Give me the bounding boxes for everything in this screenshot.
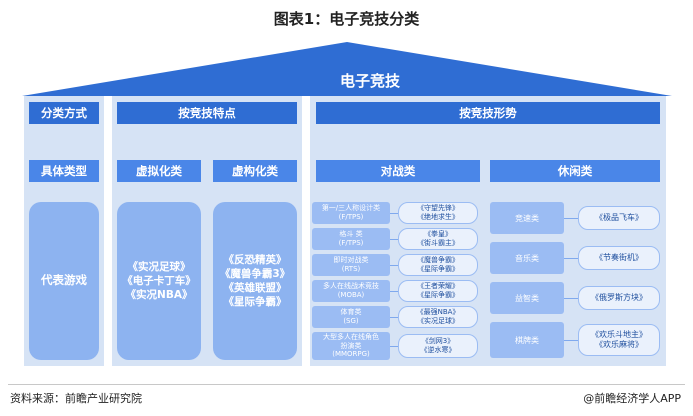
battle-category: 体育类 (SG): [312, 306, 390, 328]
connector-line: [390, 265, 398, 266]
connector-line: [390, 317, 398, 318]
classify-by-feature: 按竞技特点: [117, 102, 297, 124]
battle-game: 《剑网3》: [421, 337, 455, 346]
fictional-game: 《反恐精英》: [223, 253, 287, 266]
battle-games: 《守望先锋》 《绝地求生》: [398, 202, 478, 224]
figure-title: 图表1：电子竞技分类: [273, 10, 420, 28]
connector-line: [390, 291, 398, 292]
brand-note: @前瞻经济学人APP: [583, 392, 681, 405]
connector-line: [564, 340, 578, 341]
leisure-game: 《欢乐斗地主》: [591, 329, 647, 339]
virtual-game: 《实况足球》: [127, 260, 191, 273]
leisure-game: 《欢乐麻将》: [595, 340, 643, 349]
fictional-games-box: 《反恐精英》 《魔兽争霸3》 《英雄联盟》 《星际争霸》: [213, 202, 297, 360]
fictional-game: 《魔兽争霸3》: [219, 267, 291, 280]
battle-category: 即时对战类 (RTS): [312, 254, 390, 276]
battle-game: 《王者荣耀》: [417, 282, 459, 291]
battle-games: 《最强NBA》 《实况足球》: [398, 306, 478, 328]
virtual-game: 《电子卡丁车》: [122, 274, 196, 287]
connector-line: [564, 218, 578, 219]
connector-line: [390, 239, 398, 240]
battle-game: 《实况足球》: [417, 317, 459, 325]
battle-category: 格斗 类 (F/TPS): [312, 228, 390, 250]
classify-by-form: 按竞技形势: [316, 102, 660, 124]
battle-category-code: (MMORPG): [332, 350, 370, 359]
battle-game: 《绝地求生》: [417, 213, 459, 221]
row-label-representative-games: 代表游戏: [29, 202, 99, 360]
battle-category: 多人在线战术竞技 (MOBA): [312, 280, 390, 302]
battle-category-name: 格斗 类: [339, 230, 363, 239]
roof-label: 电子竞技: [339, 72, 400, 90]
type-virtual: 虚拟化类: [117, 160, 201, 182]
connector-line: [564, 258, 578, 259]
leisure-game: 《节奏街机》: [595, 252, 643, 262]
leisure-game: 《极品飞车》: [595, 212, 643, 222]
battle-category-name: 体育类: [340, 308, 362, 317]
row-label-specific-type: 具体类型: [29, 160, 99, 182]
leisure-category: 棋牌类: [490, 322, 564, 358]
fictional-game: 《星际争霸》: [223, 296, 287, 309]
battle-games: 《剑网3》 《逆水寒》: [398, 334, 478, 358]
battle-game: 《拳皇》: [424, 230, 452, 239]
battle-games: 《王者荣耀》 《星际争霸》: [398, 280, 478, 302]
battle-category-name: 扮演类: [340, 341, 362, 350]
battle-category-code: (RTS): [341, 265, 361, 273]
battle-category-name: 多人在线战术竞技: [323, 282, 379, 291]
connector-line: [564, 298, 578, 299]
battle-game: 《星际争霸》: [417, 265, 459, 273]
row-label-classify-method: 分类方式: [29, 102, 99, 124]
battle-game: 《守望先锋》: [417, 204, 459, 213]
battle-category-code: (F/TPS): [338, 213, 364, 221]
leisure-games: 《俄罗斯方块》: [578, 286, 660, 310]
leisure-games: 《节奏街机》: [578, 246, 660, 270]
leisure-category: 音乐类: [490, 242, 564, 274]
battle-game: 《逆水寒》: [420, 346, 456, 354]
leisure-games: 《极品飞车》: [578, 206, 660, 230]
source-note: 资料来源：前瞻产业研究院: [10, 392, 142, 405]
battle-category-code: (SG): [343, 317, 359, 325]
roof-shape: [22, 42, 672, 96]
virtual-games-box: 《实况足球》 《电子卡丁车》 《实况NBA》: [117, 202, 201, 360]
battle-category-name: 即时对战类: [333, 256, 369, 265]
battle-game: 《街斗霸主》: [417, 239, 459, 247]
battle-category: 大型多人在线角色 扮演类 (MMORPG): [312, 332, 390, 360]
battle-category-code: (MOBA): [337, 291, 365, 299]
type-leisure: 休闲类: [490, 160, 660, 182]
battle-category: 第一/三人称设计类 (F/TPS): [312, 202, 390, 224]
battle-category-name: 大型多人在线角色: [323, 332, 379, 341]
leisure-category: 竞速类: [490, 202, 564, 234]
battle-games: 《魔兽争霸》 《星际争霸》: [398, 254, 478, 276]
battle-game: 《星际争霸》: [417, 291, 459, 299]
connector-line: [390, 213, 398, 214]
battle-category-code: (F/TPS): [338, 239, 364, 247]
leisure-category: 益智类: [490, 282, 564, 314]
virtual-game: 《实况NBA》: [125, 289, 193, 302]
leisure-games: 《欢乐斗地主》 《欢乐麻将》: [578, 324, 660, 356]
connector-line: [390, 346, 398, 347]
type-battle: 对战类: [316, 160, 480, 182]
leisure-game: 《俄罗斯方块》: [591, 292, 647, 302]
battle-category-name: 第一/三人称设计类: [321, 204, 381, 213]
battle-game: 《魔兽争霸》: [417, 256, 459, 265]
battle-game: 《最强NBA》: [416, 308, 460, 317]
type-fictional: 虚构化类: [213, 160, 297, 182]
battle-games: 《拳皇》 《街斗霸主》: [398, 228, 478, 250]
fictional-game: 《英雄联盟》: [223, 282, 287, 294]
row-label-representative-games-text: 代表游戏: [41, 273, 87, 288]
footer-divider: [8, 384, 685, 385]
